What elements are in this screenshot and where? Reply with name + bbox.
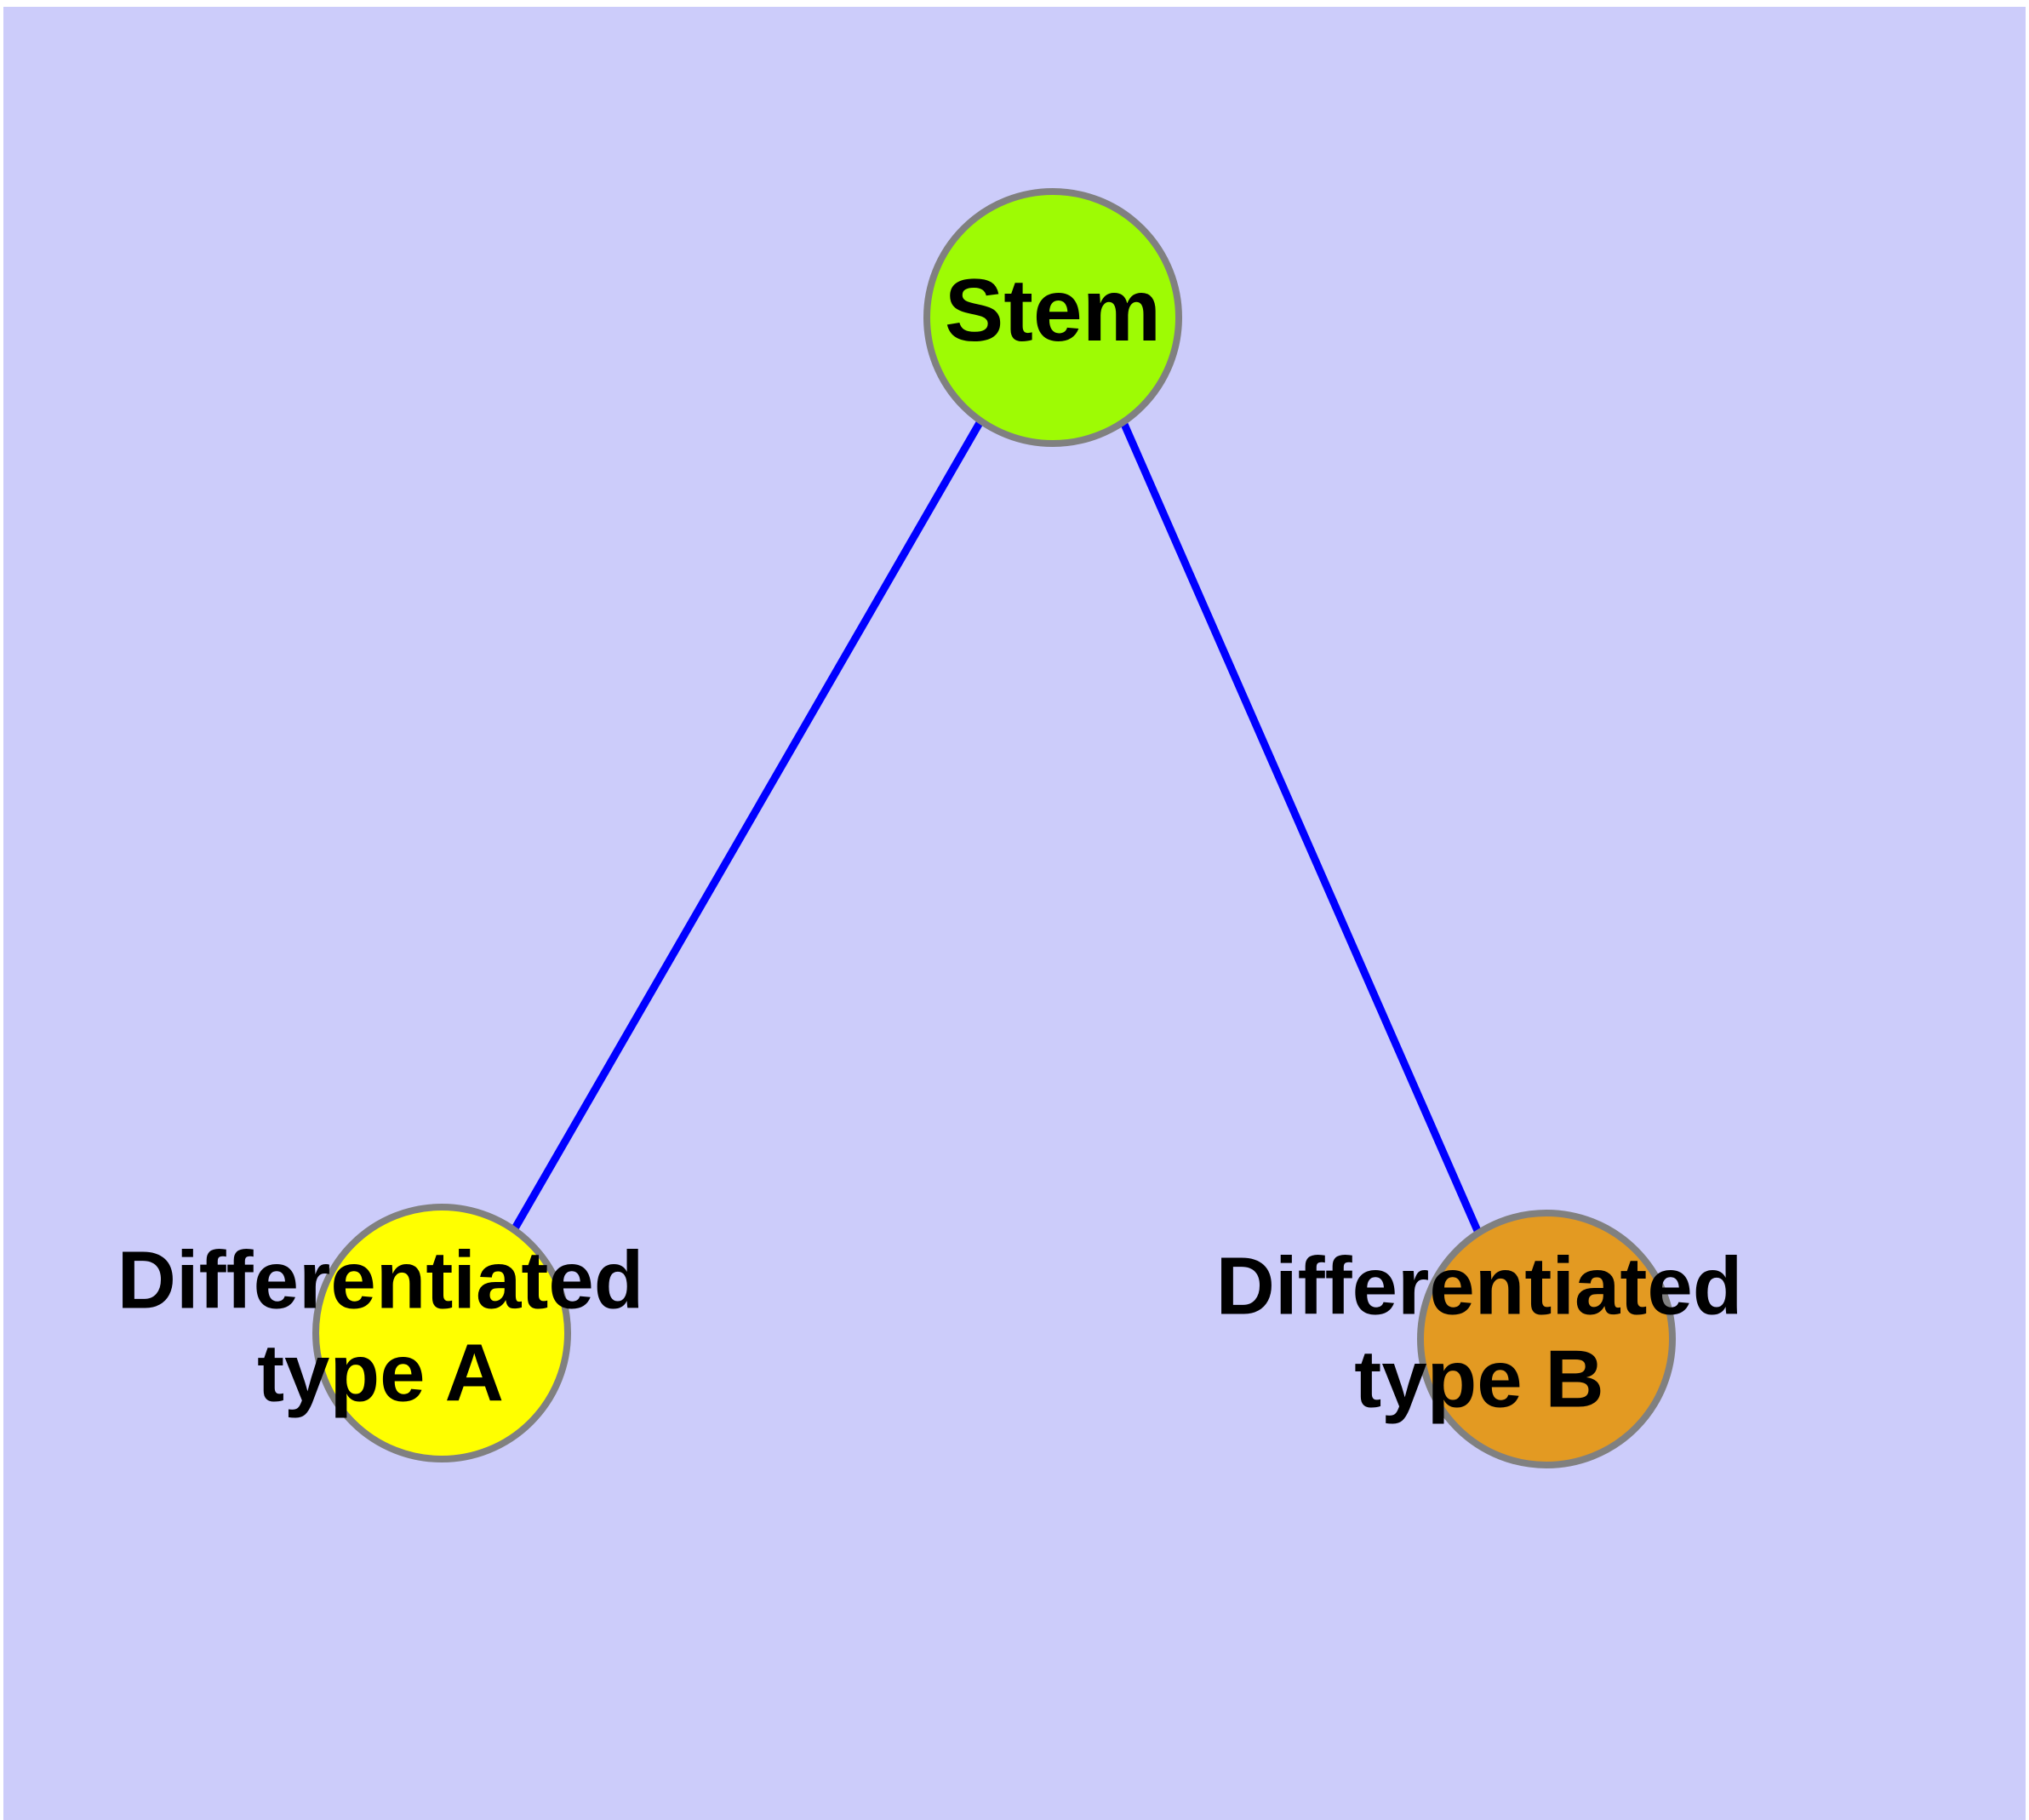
node-label-line: type A	[257, 1328, 504, 1419]
node-label-line: Differentiated	[1216, 1241, 1743, 1332]
node-diff-a[interactable]	[312, 1204, 571, 1462]
node-label-line: Stem	[945, 261, 1161, 360]
node-label-line: Differentiated	[117, 1235, 644, 1326]
edge-stem-to-diff-b[interactable]	[1119, 421, 1483, 1234]
edges-group	[512, 419, 1483, 1234]
edge-stem-to-diff-a[interactable]	[512, 419, 984, 1231]
nodes-group	[312, 188, 1676, 1468]
node-label-stem: Stem	[945, 261, 1161, 360]
node-diff-b[interactable]	[1417, 1210, 1676, 1468]
node-label-line: type B	[1354, 1334, 1603, 1425]
node-stem[interactable]	[923, 188, 1182, 447]
